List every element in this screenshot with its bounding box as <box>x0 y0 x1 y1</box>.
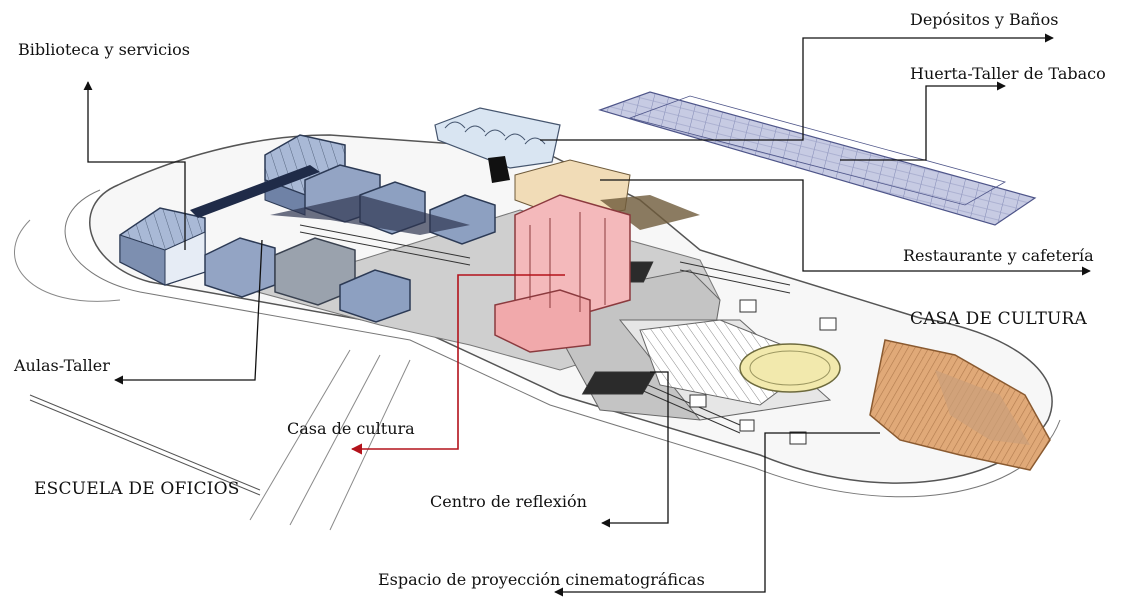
vaulted-deposits <box>434 107 561 183</box>
plaza-tiles <box>689 299 837 445</box>
label-casa-de-cultura-title: CASA DE CULTURA <box>910 309 1088 329</box>
label-espacio: Espacio de proyección cinematográficas <box>378 570 705 589</box>
label-escuela: ESCUELA DE OFICIOS <box>34 479 240 499</box>
label-casa-de-cultura: Casa de cultura <box>287 419 415 438</box>
label-depositos: Depósitos y Baños <box>910 10 1059 29</box>
leader-depositos <box>540 33 1054 141</box>
casa-de-cultura-building <box>494 194 631 353</box>
label-huerta: Huerta-Taller de Tabaco <box>910 64 1106 83</box>
leader-aulas <box>114 239 263 385</box>
label-aulas: Aulas-Taller <box>14 356 110 375</box>
leader-biblioteca <box>83 81 186 250</box>
label-restaurante: Restaurante y cafetería <box>903 246 1094 265</box>
leader-huerta <box>840 81 1006 161</box>
open-air-stage <box>639 319 841 406</box>
school-blocks <box>119 134 496 323</box>
approach-path <box>29 349 411 531</box>
leader-lines <box>83 33 1091 597</box>
auditorium <box>869 339 1051 471</box>
leader-espacio <box>554 432 880 597</box>
label-centro: Centro de reflexión <box>430 492 587 511</box>
leader-casa-de-cultura <box>350 274 565 455</box>
leader-restaurante <box>600 179 1091 276</box>
tobacco-greenhouse <box>598 91 1037 226</box>
label-biblioteca: Biblioteca y servicios <box>18 40 190 59</box>
leader-centro <box>601 371 669 528</box>
